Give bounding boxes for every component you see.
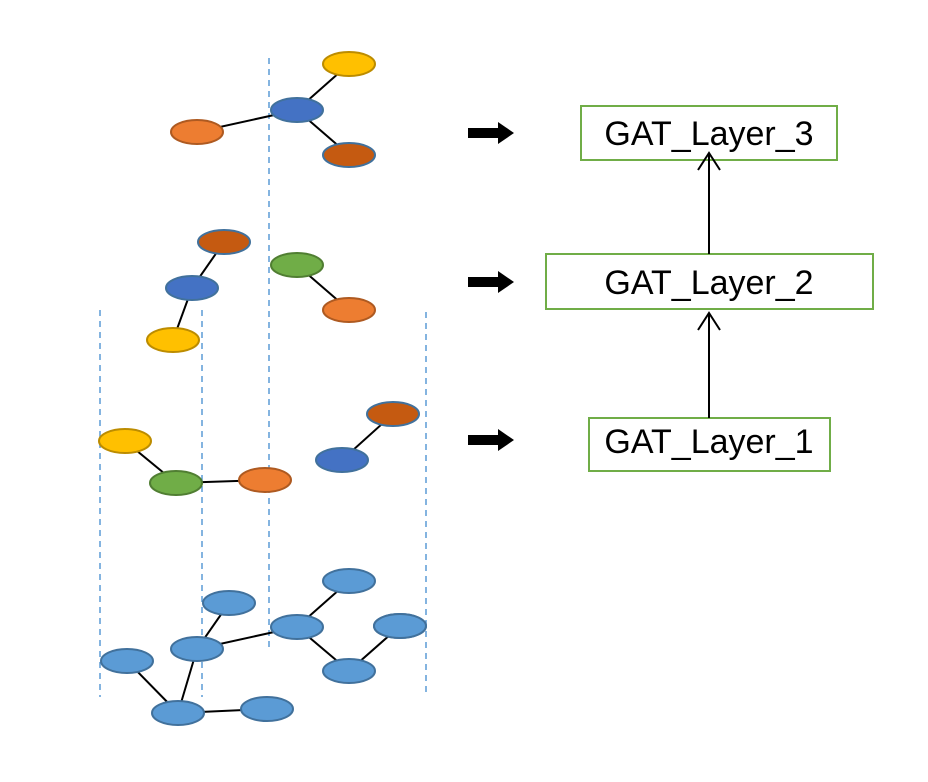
gat-layer-3-label: GAT_Layer_3 — [604, 115, 813, 153]
gat-layer-2-label: GAT_Layer_2 — [604, 264, 813, 302]
partition-lines — [99, 58, 427, 697]
node-h_orangedark — [366, 401, 420, 427]
graph-nodes — [98, 51, 427, 726]
arrow-layer1-icon — [468, 429, 514, 451]
node-b8 — [322, 658, 376, 684]
node-s_top — [197, 229, 251, 255]
arrow-layer3-icon — [468, 122, 514, 144]
node-b1 — [100, 648, 154, 674]
gat-layer-2-box: GAT_Layer_2 — [545, 253, 874, 310]
node-b3 — [322, 568, 376, 594]
arrow-layer2-icon — [468, 271, 514, 293]
gat-layer-1-box: GAT_Layer_1 — [588, 417, 831, 472]
node-s_orange — [322, 297, 376, 323]
node-b10 — [240, 696, 294, 722]
node-h_yellow — [98, 428, 152, 454]
node-b7 — [270, 614, 324, 640]
layer-1-to-2-arrow — [697, 311, 721, 418]
node-t_center — [270, 97, 324, 123]
node-t_left — [170, 119, 224, 145]
node-h_green — [149, 470, 203, 496]
node-h_orange — [238, 467, 292, 493]
gat-layer-1-label: GAT_Layer_1 — [604, 423, 813, 461]
node-b9 — [373, 613, 427, 639]
node-h_blue — [315, 447, 369, 473]
node-b6 — [151, 700, 205, 726]
node-s_bottom — [146, 327, 200, 353]
node-b5 — [170, 636, 224, 662]
gat-layer-3-box: GAT_Layer_3 — [580, 105, 838, 161]
node-s_center — [165, 275, 219, 301]
node-t_botright — [322, 142, 376, 168]
node-t_topright — [322, 51, 376, 77]
node-s_green — [270, 252, 324, 278]
level-arrows — [468, 122, 514, 451]
node-b2 — [202, 590, 256, 616]
layer-2-to-3-arrow — [697, 151, 721, 254]
